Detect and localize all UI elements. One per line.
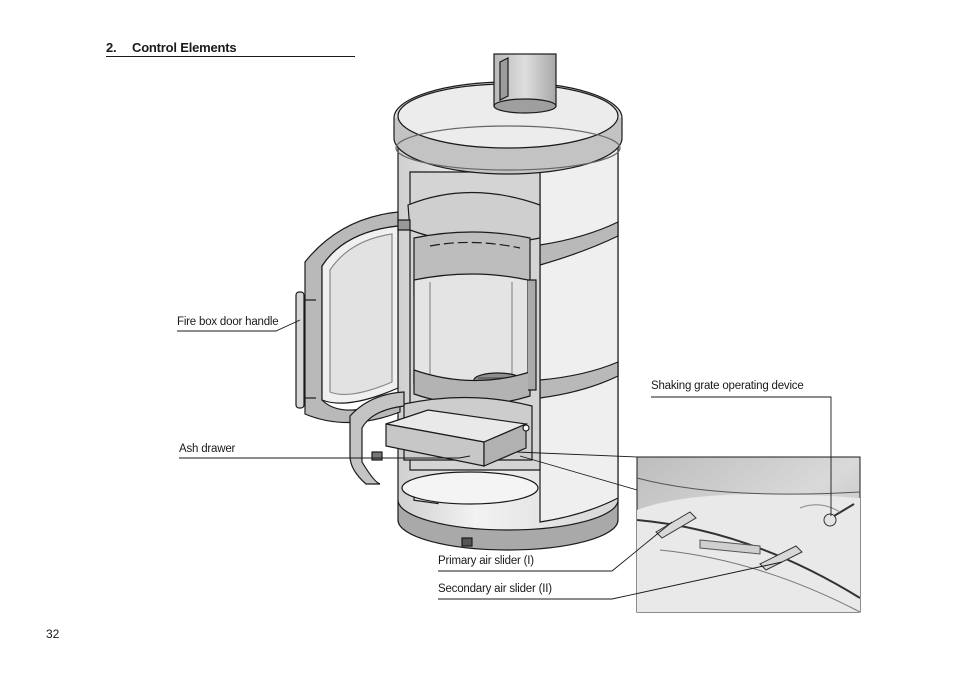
label-ash-drawer: Ash drawer <box>179 443 236 455</box>
label-secondary-air-slider: Secondary air slider (II) <box>438 583 552 595</box>
air-slider-detail-inset <box>636 456 861 613</box>
label-fire-box-door-handle: Fire box door handle <box>177 316 279 328</box>
stove-body <box>295 53 623 551</box>
page-number: 32 <box>46 627 60 641</box>
section-heading: 2. Control Elements <box>106 40 355 57</box>
section-title: Control Elements <box>132 40 237 55</box>
leader-lines <box>177 319 832 600</box>
detail-callout-lines <box>515 451 638 491</box>
label-shaking-grate: Shaking grate operating device <box>651 380 804 392</box>
section-number: 2. <box>106 40 117 55</box>
label-primary-air-slider: Primary air slider (I) <box>438 555 534 567</box>
